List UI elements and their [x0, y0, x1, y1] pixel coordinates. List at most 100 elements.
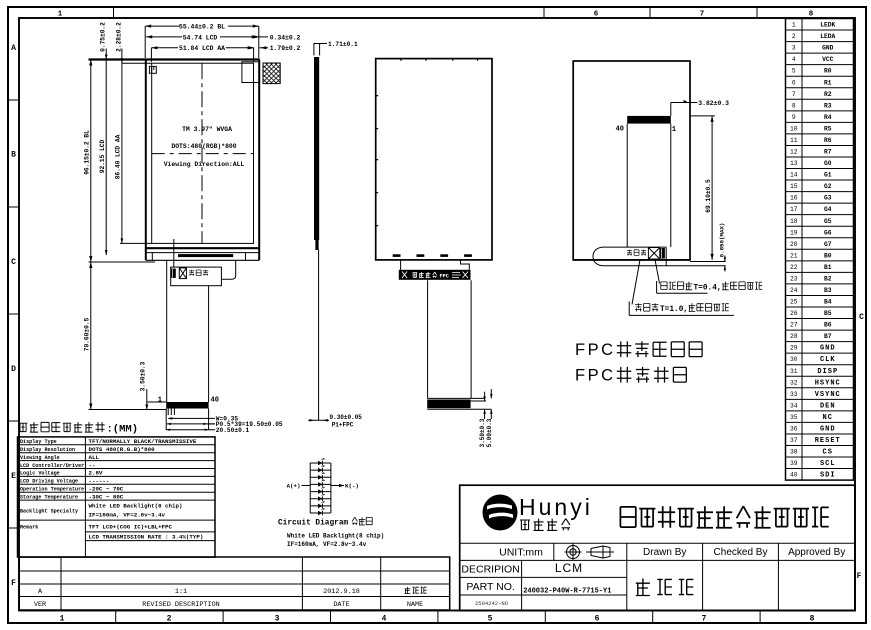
svg-text:35: 35: [790, 414, 798, 421]
svg-text:FPC: FPC: [440, 273, 449, 279]
svg-text:Display Type: Display Type: [20, 439, 57, 445]
svg-text:40: 40: [211, 397, 219, 405]
svg-text:Operation Temperature: Operation Temperature: [20, 486, 84, 492]
svg-text:25: 25: [790, 299, 798, 306]
svg-text:20.50±0.1: 20.50±0.1: [216, 427, 250, 434]
svg-text:Backlight Specialty: Backlight Specialty: [20, 509, 78, 515]
svg-text:SDI: SDI: [820, 472, 836, 480]
svg-text:92.15 LCD: 92.15 LCD: [99, 140, 106, 174]
svg-text:7: 7: [702, 615, 707, 624]
svg-text:7: 7: [700, 11, 705, 19]
svg-text:E: E: [11, 472, 16, 481]
svg-text:FPC: FPC: [575, 341, 616, 359]
svg-text:Remark: Remark: [20, 525, 38, 531]
svg-text:NAME: NAME: [407, 601, 423, 609]
svg-text:GND: GND: [820, 425, 836, 433]
svg-text:B7: B7: [824, 333, 832, 340]
svg-text:1.71±0.1: 1.71±0.1: [328, 41, 358, 48]
svg-text:B0: B0: [824, 252, 832, 259]
svg-text:K(-): K(-): [345, 483, 359, 490]
svg-text:VER: VER: [34, 601, 46, 609]
svg-text:23: 23: [790, 275, 798, 282]
svg-text:ALL: ALL: [89, 454, 100, 461]
svg-text:13: 13: [790, 160, 798, 167]
svg-text:PART NO.: PART NO.: [466, 581, 514, 593]
svg-text:R7: R7: [824, 149, 832, 156]
svg-text:TFT/NORMALLY BLACK/TRANSMISSIV: TFT/NORMALLY BLACK/TRANSMISSIVE: [89, 438, 197, 445]
svg-text:1: 1: [672, 126, 676, 134]
svg-text:2.28±0.2: 2.28±0.2: [115, 22, 122, 52]
svg-text:TFT LCD+(COG IC)+LBL+FPC: TFT LCD+(COG IC)+LBL+FPC: [89, 523, 173, 530]
svg-text:DOTS:480(RGB)*800: DOTS:480(RGB)*800: [171, 143, 236, 150]
svg-text:1.79±0.2: 1.79±0.2: [270, 45, 301, 52]
svg-text:29: 29: [790, 345, 798, 352]
svg-text:P0.5*39=19.50±0.05: P0.5*39=19.50±0.05: [216, 421, 283, 428]
svg-text:DISP: DISP: [817, 368, 838, 376]
svg-text:51.84 LCD AA: 51.84 LCD AA: [179, 45, 225, 52]
svg-text:5.00±0.3: 5.00±0.3: [486, 418, 493, 447]
svg-text:LCD TRANSMISSION RATE : 3.4%(T: LCD TRANSMISSION RATE : 3.4%(TYP): [89, 533, 204, 540]
svg-text:IF=160mA, VF=2.8v~3.4v: IF=160mA, VF=2.8v~3.4v: [287, 541, 367, 548]
svg-text:GND: GND: [822, 45, 834, 52]
svg-text:37: 37: [790, 437, 798, 444]
svg-text:240032-P40W-R-7715-Y1: 240032-P40W-R-7715-Y1: [523, 587, 611, 595]
svg-text:10: 10: [790, 125, 798, 132]
svg-text:REVISED DESCRIPTION: REVISED DESCRIPTION: [142, 601, 220, 609]
svg-text:24: 24: [790, 287, 798, 294]
svg-text:0.34±0.2: 0.34±0.2: [270, 34, 301, 41]
svg-text:27: 27: [790, 322, 798, 329]
svg-text:17: 17: [790, 206, 798, 213]
svg-text:0.30±0.05: 0.30±0.05: [330, 414, 363, 421]
svg-text:2012.9.18: 2012.9.18: [323, 588, 360, 596]
svg-text:8: 8: [809, 11, 814, 19]
svg-text:5: 5: [792, 68, 796, 75]
svg-text:LCM: LCM: [555, 561, 583, 575]
svg-text:34: 34: [790, 402, 798, 409]
svg-text:7: 7: [792, 91, 796, 98]
svg-text:26: 26: [790, 310, 798, 317]
svg-text:T=1.0,: T=1.0,: [660, 306, 688, 314]
svg-text:A: A: [38, 588, 43, 596]
svg-text:96.15±0.2 BL: 96.15±0.2 BL: [83, 130, 90, 175]
svg-text:5: 5: [488, 615, 493, 624]
svg-text:1: 1: [60, 615, 65, 624]
svg-text:B6: B6: [824, 322, 832, 329]
svg-text:--: --: [89, 462, 96, 469]
svg-text:11: 11: [790, 137, 798, 144]
svg-text:28: 28: [790, 333, 798, 340]
svg-text:1: 1: [158, 397, 162, 405]
svg-text:Hunyi: Hunyi: [519, 494, 593, 520]
svg-text:FPC: FPC: [575, 367, 616, 385]
svg-text:IF=160mA, VF=2.8v~3.4v: IF=160mA, VF=2.8v~3.4v: [89, 512, 166, 519]
svg-text:3.50±0.3: 3.50±0.3: [140, 361, 147, 391]
svg-text:16: 16: [790, 195, 798, 202]
svg-text:DEN: DEN: [820, 402, 836, 410]
svg-text:D: D: [11, 365, 16, 374]
svg-text:G5: G5: [824, 218, 832, 225]
svg-text:38: 38: [790, 449, 798, 456]
svg-text:6: 6: [594, 11, 599, 19]
svg-text:40: 40: [790, 472, 798, 479]
svg-text:9: 9: [792, 114, 796, 121]
svg-text:G2: G2: [824, 183, 832, 190]
svg-text:C: C: [859, 313, 864, 322]
svg-text:F: F: [11, 579, 16, 588]
svg-text:TM 3.97" WVGA: TM 3.97" WVGA: [182, 126, 232, 133]
svg-text:39: 39: [790, 460, 798, 467]
svg-text:R3: R3: [824, 102, 832, 109]
svg-text:Circuit Diagram: Circuit Diagram: [278, 520, 349, 528]
svg-text:B3: B3: [824, 287, 832, 294]
svg-text:-20C ~ 70C: -20C ~ 70C: [89, 485, 124, 492]
svg-text:2: 2: [167, 615, 172, 624]
svg-text:LCD Controller/Driver: LCD Controller/Driver: [20, 463, 84, 469]
svg-text:19: 19: [790, 229, 798, 236]
svg-text:P1+FPC: P1+FPC: [332, 422, 354, 429]
svg-text:Viewing Direction:ALL: Viewing Direction:ALL: [164, 161, 245, 168]
svg-text:14: 14: [790, 172, 798, 179]
svg-text:DECRIPION: DECRIPION: [461, 564, 519, 576]
svg-text:4: 4: [792, 56, 796, 63]
svg-text:21: 21: [790, 252, 798, 259]
svg-text:GND: GND: [820, 345, 836, 353]
svg-text:20: 20: [790, 241, 798, 248]
svg-text:UNIT:mm: UNIT:mm: [499, 547, 543, 559]
